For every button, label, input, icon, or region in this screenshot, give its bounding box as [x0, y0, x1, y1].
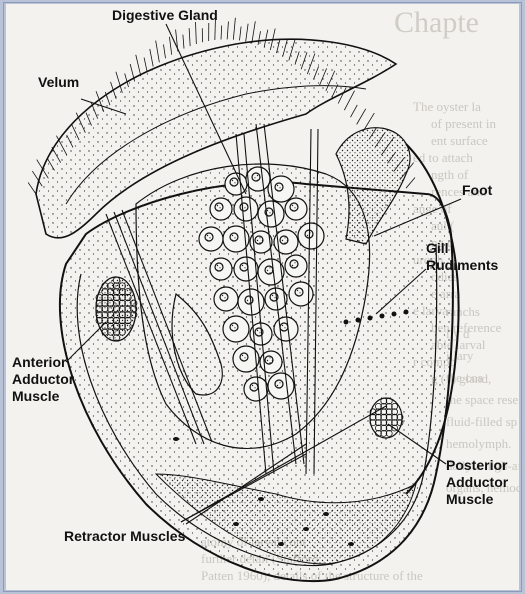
lobe-nucleus [252, 173, 260, 181]
cilium [163, 44, 165, 58]
cilium [227, 21, 228, 39]
cilium [344, 91, 354, 110]
lobe-nucleus [215, 203, 223, 211]
label-anterior-adductor-muscle: Anterior Adductor Muscle [12, 354, 74, 405]
anterior-adductor-muscle [96, 277, 137, 341]
cilium [169, 37, 171, 55]
lobe-nucleus [295, 288, 303, 296]
lobe-nucleus [240, 203, 248, 211]
oyster-larva-drawing [6, 4, 519, 590]
lobe-nucleus [230, 323, 238, 331]
label-gill-line2: Rudiments [426, 257, 498, 274]
cilium [357, 109, 366, 125]
lobe-nucleus [245, 296, 253, 304]
cilium [183, 35, 184, 49]
label-anterior-line1: Anterior [12, 354, 74, 371]
lobe-nucleus [275, 183, 283, 191]
cilium [246, 24, 248, 42]
label-anterior-line3: Muscle [12, 388, 74, 405]
lobe-nucleus [205, 233, 213, 241]
cilium [196, 22, 197, 44]
label-gill-rudiments: Gill Rudiments [426, 240, 498, 274]
cilium [240, 27, 242, 41]
lobe-nucleus [280, 323, 288, 331]
cilium [136, 55, 141, 76]
lobe-nucleus [215, 263, 223, 271]
label-foot: Foot [462, 182, 492, 199]
lobe-nucleus [265, 266, 273, 274]
label-retractor-muscles: Retractor Muscles [64, 528, 185, 545]
cilium [28, 182, 36, 194]
cilium [150, 49, 153, 67]
lobe-nucleus [240, 353, 248, 361]
cilium [221, 26, 222, 40]
cilium [252, 21, 255, 43]
lobe-nucleus [290, 260, 298, 268]
lobe-nucleus [240, 263, 248, 271]
label-posterior-line3: Muscle [446, 491, 508, 508]
label-velum: Velum [38, 74, 79, 91]
lobe-nucleus [275, 380, 283, 388]
cilium [233, 18, 235, 40]
cilium [189, 28, 190, 46]
lobe-nucleus [290, 203, 298, 211]
lobe-nucleus [230, 233, 238, 241]
lobe-nucleus [265, 356, 273, 364]
label-digestive-gland: Digestive Gland [112, 7, 218, 24]
label-gill-line1: Gill [426, 240, 498, 257]
cilium [156, 41, 160, 63]
cilium [144, 58, 147, 72]
lobe-nucleus [255, 236, 263, 244]
label-anterior-line2: Adductor [12, 371, 74, 388]
cilium [406, 177, 415, 188]
lobe-nucleus [220, 293, 228, 301]
lobe-nucleus [250, 383, 258, 391]
lobe-nucleus [280, 236, 288, 244]
cilium [351, 105, 358, 117]
label-posterior-line2: Adductor [446, 474, 508, 491]
lobe-nucleus [230, 178, 238, 186]
label-posterior-adductor-muscle: Posterior Adductor Muscle [446, 457, 508, 508]
posterior-adductor-muscle [370, 398, 403, 438]
label-posterior-line1: Posterior [446, 457, 508, 474]
